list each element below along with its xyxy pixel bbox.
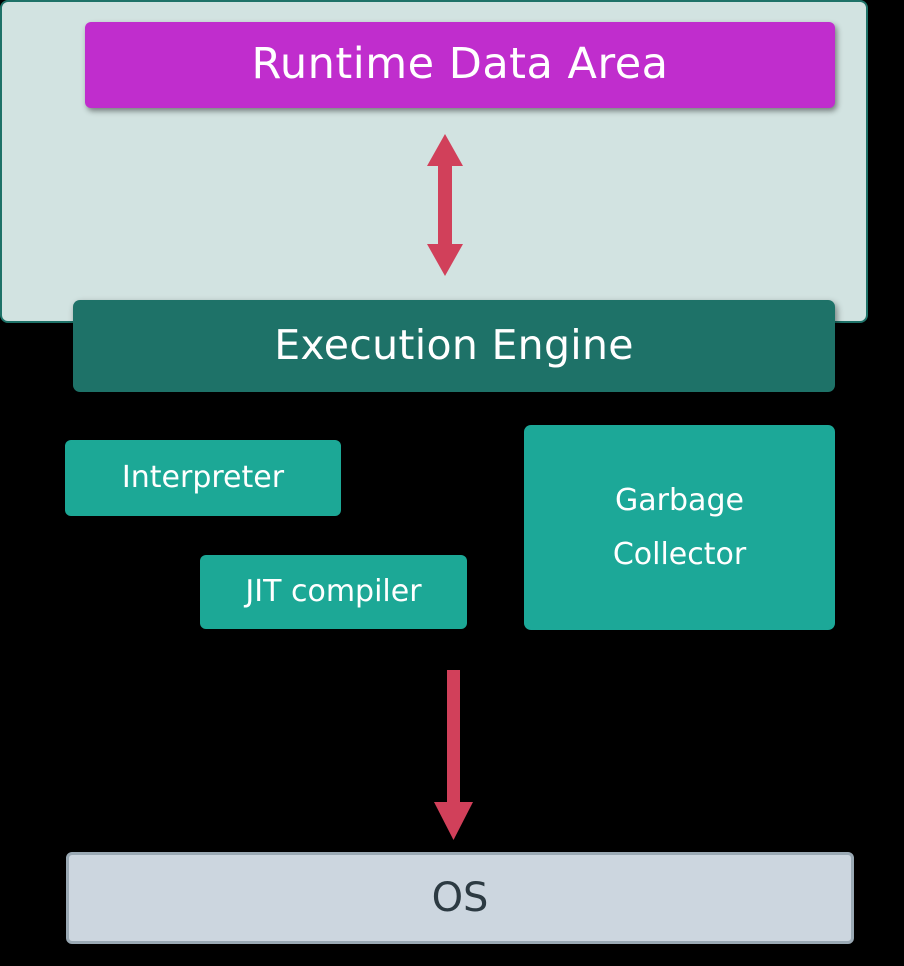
garbage-collector-label-line2: Collector xyxy=(612,536,747,572)
jit-compiler-label: JIT compiler xyxy=(245,573,422,609)
garbage-collector-label-line1: Garbage xyxy=(615,482,744,518)
runtime-data-area-box[interactable]: Runtime Data Area xyxy=(85,22,835,108)
arrow-engine-to-os-icon xyxy=(434,670,473,840)
os-box[interactable]: OS xyxy=(66,852,854,944)
execution-engine-label: Execution Engine xyxy=(274,321,634,370)
arrow-runtime-to-engine-icon xyxy=(427,134,463,276)
interpreter-box[interactable]: Interpreter xyxy=(65,440,341,516)
interpreter-label: Interpreter xyxy=(121,459,285,495)
runtime-data-area-label: Runtime Data Area xyxy=(251,39,669,90)
execution-engine-header-box[interactable]: Execution Engine xyxy=(73,300,835,392)
jit-compiler-box[interactable]: JIT compiler xyxy=(200,555,467,629)
garbage-collector-box[interactable]: Garbage Collector xyxy=(524,425,835,630)
os-label: OS xyxy=(431,875,489,921)
